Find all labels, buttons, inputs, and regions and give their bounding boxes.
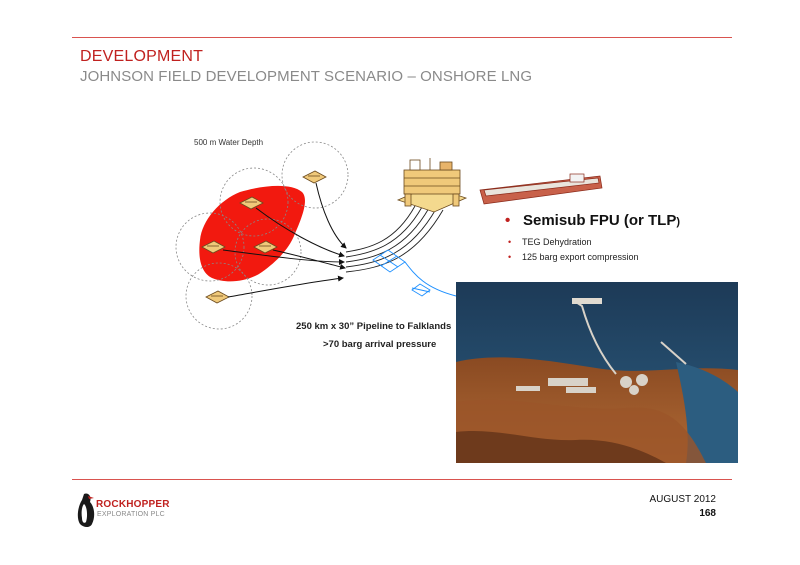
bullet-dot: • — [508, 252, 512, 262]
water-depth-label: 500 m Water Depth — [194, 138, 264, 147]
footer-date: AUGUST 2012 — [649, 494, 716, 505]
risers — [345, 205, 444, 273]
bullet-item-text: TEG Dehydration — [522, 237, 592, 247]
well-template-icon — [253, 240, 278, 254]
flowline-arrow — [227, 275, 344, 298]
flowline-arrow — [222, 249, 345, 265]
bullet-main-text: Semisub FPU (or TLP — [523, 212, 677, 229]
bullet-item: • 125 barg export compression — [508, 252, 639, 262]
pipeline-label: 250 km x 30” Pipeline to Falklands — [296, 321, 452, 332]
well-template-icon — [302, 170, 327, 184]
bullet-main: • Semisub FPU (or TLP) — [505, 212, 680, 229]
drainage-circle — [281, 141, 349, 209]
bullet-main-tail: ) — [676, 216, 681, 228]
drainage-circle — [219, 167, 289, 237]
page-title: DEVELOPMENT — [80, 48, 204, 65]
tanker-icon — [479, 173, 603, 205]
rockhopper-logo — [77, 493, 95, 527]
bullet-item-text: 125 barg export compression — [522, 252, 639, 262]
export-line — [404, 261, 457, 297]
manifold-icon — [372, 249, 431, 297]
company-sub: EXPLORATION PLC — [97, 511, 165, 518]
flowline-arrow — [272, 249, 346, 270]
well-template-icon — [201, 240, 226, 254]
well-templates — [201, 170, 327, 304]
arrival-pressure-label: >70 barg arrival pressure — [323, 339, 437, 350]
semisub-fpu-icon — [396, 158, 468, 213]
flowline-arrow — [315, 182, 347, 249]
bullet-dot: • — [505, 212, 511, 229]
drainage-circles — [175, 141, 349, 330]
drainage-circle — [234, 218, 302, 286]
page-number: 168 — [699, 508, 716, 519]
page-subtitle: JOHNSON FIELD DEVELOPMENT SCENARIO – ONS… — [80, 68, 533, 85]
bullet-dot: • — [508, 237, 512, 247]
drainage-circle — [175, 212, 245, 282]
well-template-icon — [239, 196, 264, 210]
bottom-rule — [72, 479, 732, 480]
flowline-arrow — [255, 207, 345, 258]
drainage-circle — [185, 262, 253, 330]
flowlines — [222, 182, 347, 298]
field-area — [199, 185, 305, 282]
company-name: ROCKHOPPER — [96, 499, 170, 510]
onshore-lng-plant-image — [456, 282, 738, 463]
bullet-item: • TEG Dehydration — [508, 237, 592, 247]
well-template-icon — [205, 290, 230, 304]
top-rule — [72, 37, 732, 38]
